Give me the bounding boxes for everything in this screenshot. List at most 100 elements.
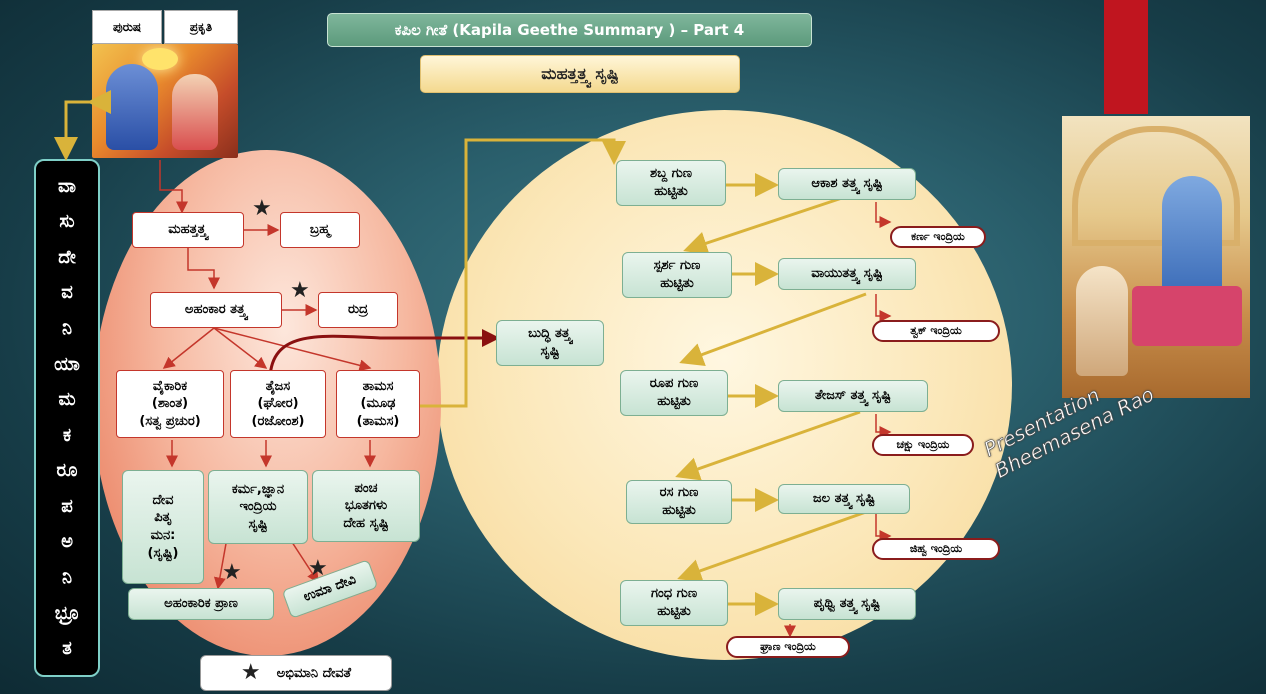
painting-link-arrow bbox=[54, 90, 111, 161]
ahankarika-prana-box: ಅಹಂಕಾರಿಕ ಪ್ರಾಣ bbox=[128, 588, 274, 620]
star-icon: ★ bbox=[308, 556, 328, 581]
arrow-to-tvak bbox=[875, 294, 892, 322]
arrow-jala-gandha bbox=[677, 510, 867, 583]
vishnu-lakshmi-painting bbox=[92, 44, 238, 158]
arrow-to-karna bbox=[875, 202, 892, 228]
kapila-devahuti-painting bbox=[1062, 116, 1250, 398]
tamasa-line: ತಾಮಸ bbox=[362, 378, 394, 394]
vertical-char: ಪ bbox=[61, 495, 73, 517]
guna-line: ಹುಟ್ಟಿತು bbox=[660, 276, 694, 291]
tamasa-line: (ತಾಮಸ) bbox=[356, 413, 400, 429]
prakruthi-label: ಪ್ರಕೃತಿ bbox=[164, 10, 238, 44]
arrow-vayu-roopa bbox=[679, 292, 867, 366]
vertical-char: ವಾ bbox=[58, 175, 76, 197]
star-icon: ★ bbox=[240, 660, 261, 685]
tamasa-line: (ಮೂಢ bbox=[360, 396, 396, 412]
vertical-char: ತ bbox=[62, 638, 72, 660]
guna-line: ಹುಟ್ಟಿತು bbox=[662, 503, 696, 518]
sparsha-guna-box: ಸ್ಪರ್ಶ ಗುಣ ಹುಟ್ಟಿತು bbox=[622, 252, 732, 298]
deva-line: ಮನ: bbox=[150, 528, 176, 543]
tvak-indriya-box: ತ್ವಕ್ ಇಂದ್ರಿಯ bbox=[872, 320, 1000, 342]
pancha-line: ಭೂತಗಳು bbox=[344, 498, 388, 514]
vaikarika-line: (ಶಾಂತ) bbox=[151, 396, 189, 412]
vertical-char: ನಿ bbox=[61, 566, 72, 588]
guna-line: ಶಬ್ದ ಗುಣ bbox=[649, 166, 693, 182]
arrow-to-mahat bbox=[159, 160, 188, 214]
vertical-char: ರೂ bbox=[56, 460, 78, 482]
rasa-guna-box: ರಸ ಗುಣ ಹುಟ್ಟಿತು bbox=[626, 480, 732, 524]
shabda-guna-box: ಶಬ್ದ ಗುಣ ಹುಟ್ಟಿತು bbox=[616, 160, 726, 206]
arrow-to-chakshu bbox=[875, 414, 892, 438]
chakshu-indriya-box: ಚಕ್ಷು ಇಂದ್ರಿಯ bbox=[872, 434, 974, 456]
arrow-to-tamasa bbox=[213, 327, 372, 372]
tejas-tattva-box: ತೇಜಸ್ ತತ್ತ್ವ ಸೃಷ್ಟಿ bbox=[778, 380, 928, 412]
vaikarika-box: ವೈಕಾರಿಕ (ಶಾಂತ) (ಸತ್ವ ಪ್ರಚುರ) bbox=[116, 370, 224, 438]
purusha-label: ಪುರುಷ bbox=[92, 10, 162, 44]
arrow-to-vaikarika bbox=[162, 327, 215, 369]
taijasa-line: ತೈಜಸ bbox=[265, 378, 291, 394]
vertical-char: ಯಾ bbox=[54, 353, 80, 375]
akasha-tattva-box: ಆಕಾಶ ತತ್ತ್ವ ಸೃಷ್ಟಿ bbox=[778, 168, 916, 200]
deva-line: ದೇವ bbox=[152, 492, 174, 508]
star-icon: ★ bbox=[252, 196, 272, 221]
guna-line: ಹುಟ್ಟಿತು bbox=[657, 394, 691, 409]
page-title: ಕಪಿಲ ಗೀತೆ (Kapila Geethe Summary ) – Par… bbox=[327, 13, 812, 47]
vaikarika-line: (ಸತ್ವ ಪ್ರಚುರ) bbox=[139, 413, 201, 429]
ghrana-indriya-box: ಘ್ರಾಣ ಇಂದ್ರಿಯ bbox=[726, 636, 850, 658]
arrow-to-jihva bbox=[875, 514, 892, 542]
arrow-tejas-rasa bbox=[675, 410, 861, 481]
vertical-char: ದೇ bbox=[58, 246, 76, 268]
guna-line: ರಸ ಗುಣ bbox=[659, 485, 699, 501]
page-subtitle: ಮಹತ್ತತ್ತ್ವ ಸೃಷ್ಟಿ bbox=[420, 55, 740, 93]
taijasa-box: ತೈಜಸ (ಘೋರ) (ರಜೋಂಶ) bbox=[230, 370, 326, 438]
gandha-guna-box: ಗಂಧ ಗುಣ ಹುಟ್ಟಿತು bbox=[620, 580, 728, 626]
arrow-to-ahankara bbox=[187, 248, 220, 290]
karma-line: ಇಂದ್ರಿಯ bbox=[239, 499, 277, 515]
jihva-indriya-box: ಜಿಹ್ವ ಇಂದ್ರಿಯ bbox=[872, 538, 1000, 560]
star-icon: ★ bbox=[222, 560, 242, 585]
guna-line: ಸ್ಪರ್ಶ ಗುಣ bbox=[653, 258, 701, 274]
mahat-tattva-box: ಮಹತ್ತತ್ತ್ವ bbox=[132, 212, 244, 248]
vertical-char: ಮ bbox=[58, 389, 76, 411]
buddhi-line: ಸೃಷ್ಟಿ bbox=[540, 344, 560, 359]
karna-indriya-box: ಕರ್ಣ ಇಂದ್ರಿಯ bbox=[890, 226, 986, 248]
vertical-char: ವ bbox=[61, 282, 73, 304]
ahankara-tattva-box: ಅಹಂಕಾರ ತತ್ತ್ವ bbox=[150, 292, 282, 328]
roopa-guna-box: ರೂಪ ಗುಣ ಹುಟ್ಟಿತು bbox=[620, 370, 728, 416]
pancha-line: ದೇಹ ಸೃಷ್ಟಿ bbox=[343, 515, 389, 531]
rudra-box: ರುದ್ರ bbox=[318, 292, 398, 328]
deva-line: (ಸೃಷ್ಟಿ) bbox=[147, 545, 179, 561]
pancha-bhoota-box: ಪಂಚ ಭೂತಗಳು ದೇಹ ಸೃಷ್ಟಿ bbox=[312, 470, 420, 542]
guna-line: ಗಂಧ ಗುಣ bbox=[650, 586, 698, 602]
vertical-char: ಕ bbox=[62, 424, 72, 446]
karma-line: ಕರ್ಮ,ಜ್ಞಾನ bbox=[231, 481, 285, 497]
legend-label: ಅಭಿಮಾನಿ ದೇವತೆ bbox=[276, 665, 352, 681]
arrow-to-taijasa bbox=[213, 327, 268, 369]
vertical-char: ಸು bbox=[59, 211, 75, 233]
tamasa-box: ತಾಮಸ (ಮೂಢ (ತಾಮಸ) bbox=[336, 370, 420, 438]
taijasa-line: (ಘೋರ) bbox=[257, 396, 299, 412]
guna-line: ಹುಟ್ಟಿತು bbox=[654, 184, 688, 199]
vertical-char: ಅ bbox=[61, 531, 73, 553]
star-icon: ★ bbox=[290, 278, 310, 303]
vayu-tattva-box: ವಾಯುತತ್ತ್ವ ಸೃಷ್ಟಿ bbox=[778, 258, 916, 290]
buddhi-line: ಬುದ್ಧಿ ತತ್ತ್ವ bbox=[528, 326, 572, 342]
vertical-char: ಭ್ರೂ bbox=[54, 602, 80, 624]
deva-pitru-box: ದೇವ ಪಿತೃ ಮನ: (ಸೃಷ್ಟಿ) bbox=[122, 470, 204, 584]
pancha-line: ಪಂಚ bbox=[354, 480, 378, 496]
vertical-char: ನಿ bbox=[61, 318, 72, 340]
guna-line: ರೂಪ ಗುಣ bbox=[649, 376, 699, 392]
deva-line: ಪಿತೃ bbox=[154, 510, 172, 526]
buddhi-tattva-box: ಬುದ್ಧಿ ತತ್ತ್ವ ಸೃಷ್ಟಿ bbox=[496, 320, 604, 366]
arrow-tamasa-to-shabda bbox=[420, 138, 626, 408]
red-banner bbox=[1104, 0, 1148, 114]
brahma-box: ಬ್ರಹ್ಮ bbox=[280, 212, 360, 248]
legend-box: ★ ಅಭಿಮಾನಿ ದೇವತೆ bbox=[200, 655, 392, 691]
karma-line: ಸೃಷ್ಟಿ bbox=[248, 516, 268, 532]
jala-tattva-box: ಜಲ ತತ್ತ್ವ ಸೃಷ್ಟಿ bbox=[778, 484, 910, 514]
karma-jnana-box: ಕರ್ಮ,ಜ್ಞಾನ ಇಂದ್ರಿಯ ಸೃಷ್ಟಿ bbox=[208, 470, 308, 544]
vaikarika-line: ವೈಕಾರಿಕ bbox=[152, 378, 188, 394]
arrow-akasha-sparsha bbox=[683, 194, 849, 255]
taijasa-line: (ರಜೋಂಶ) bbox=[251, 413, 305, 429]
arrow-taijasa-to-buddhi bbox=[268, 329, 500, 379]
